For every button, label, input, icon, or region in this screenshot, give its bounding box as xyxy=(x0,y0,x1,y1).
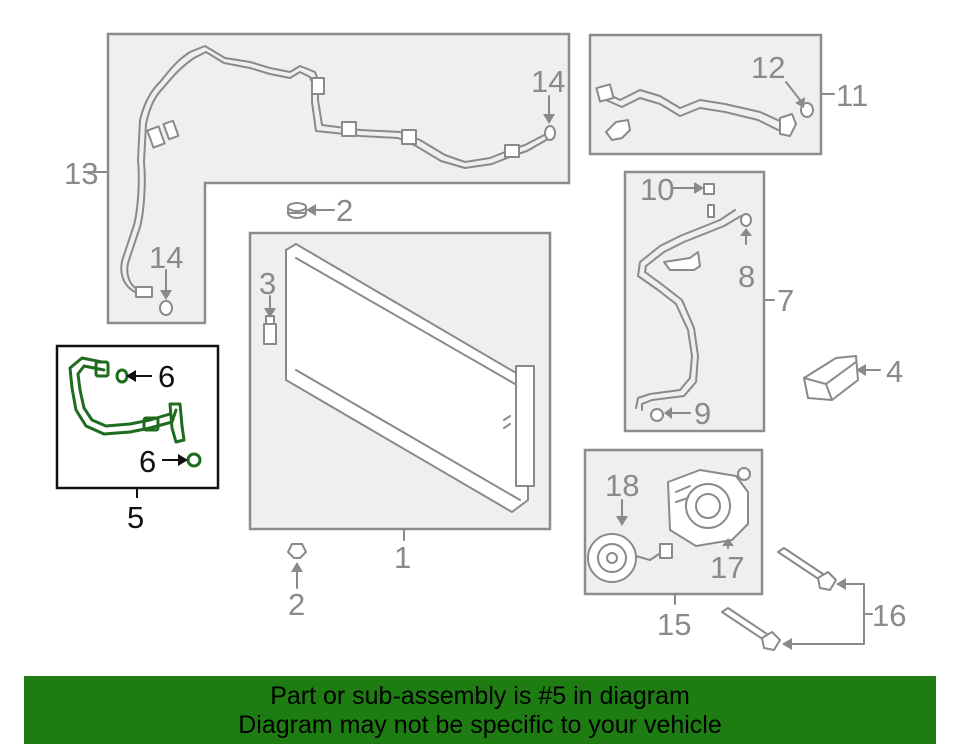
callout-18: 18 xyxy=(605,468,639,503)
callout-15: 15 xyxy=(657,607,691,642)
callout-3: 3 xyxy=(259,266,276,301)
callout-11: 11 xyxy=(836,78,868,113)
callout-12: 12 xyxy=(751,50,785,85)
part-2-insulator-top[interactable]: 2 xyxy=(287,193,353,228)
part-4-bracket[interactable]: 4 xyxy=(803,354,903,401)
callout-7: 7 xyxy=(777,283,794,318)
callout-14-bottom: 14 xyxy=(149,240,183,275)
callout-13: 13 xyxy=(64,156,98,191)
panel-1-condenser[interactable]: 3 1 xyxy=(248,231,552,575)
callout-6-upper: 6 xyxy=(158,359,175,394)
part-2-insulator-bottom[interactable]: 2 xyxy=(287,543,307,622)
panel-15-compressor[interactable]: 18 17 15 xyxy=(583,448,764,642)
callout-9: 9 xyxy=(694,396,711,431)
banner-line-1: Part or sub-assembly is #5 in diagram xyxy=(270,682,690,710)
panel-5-hose-highlighted[interactable]: 6 6 5 xyxy=(55,344,220,535)
callout-6-lower: 6 xyxy=(139,444,156,479)
callout-17: 17 xyxy=(710,550,744,585)
callout-10: 10 xyxy=(640,172,674,207)
panel-11-line-assembly[interactable]: 12 11 xyxy=(588,33,868,156)
banner-line-2: Diagram may not be specific to your vehi… xyxy=(238,711,722,739)
callout-5: 5 xyxy=(127,500,144,535)
panel-7-hose-assembly[interactable]: 10 8 9 7 xyxy=(623,170,794,433)
info-banner: Part or sub-assembly is #5 in diagram Di… xyxy=(24,676,936,744)
callout-1: 1 xyxy=(394,540,411,575)
panel-13-suction-line[interactable]: 13 14 14 xyxy=(64,32,571,325)
callout-8: 8 xyxy=(738,259,755,294)
part-16-bolts[interactable]: 16 xyxy=(721,547,906,651)
callout-2-top: 2 xyxy=(336,193,353,228)
callout-16: 16 xyxy=(872,598,906,633)
callout-4: 4 xyxy=(886,354,903,389)
callout-2-bottom: 2 xyxy=(288,587,305,622)
callout-14-top: 14 xyxy=(531,64,565,99)
